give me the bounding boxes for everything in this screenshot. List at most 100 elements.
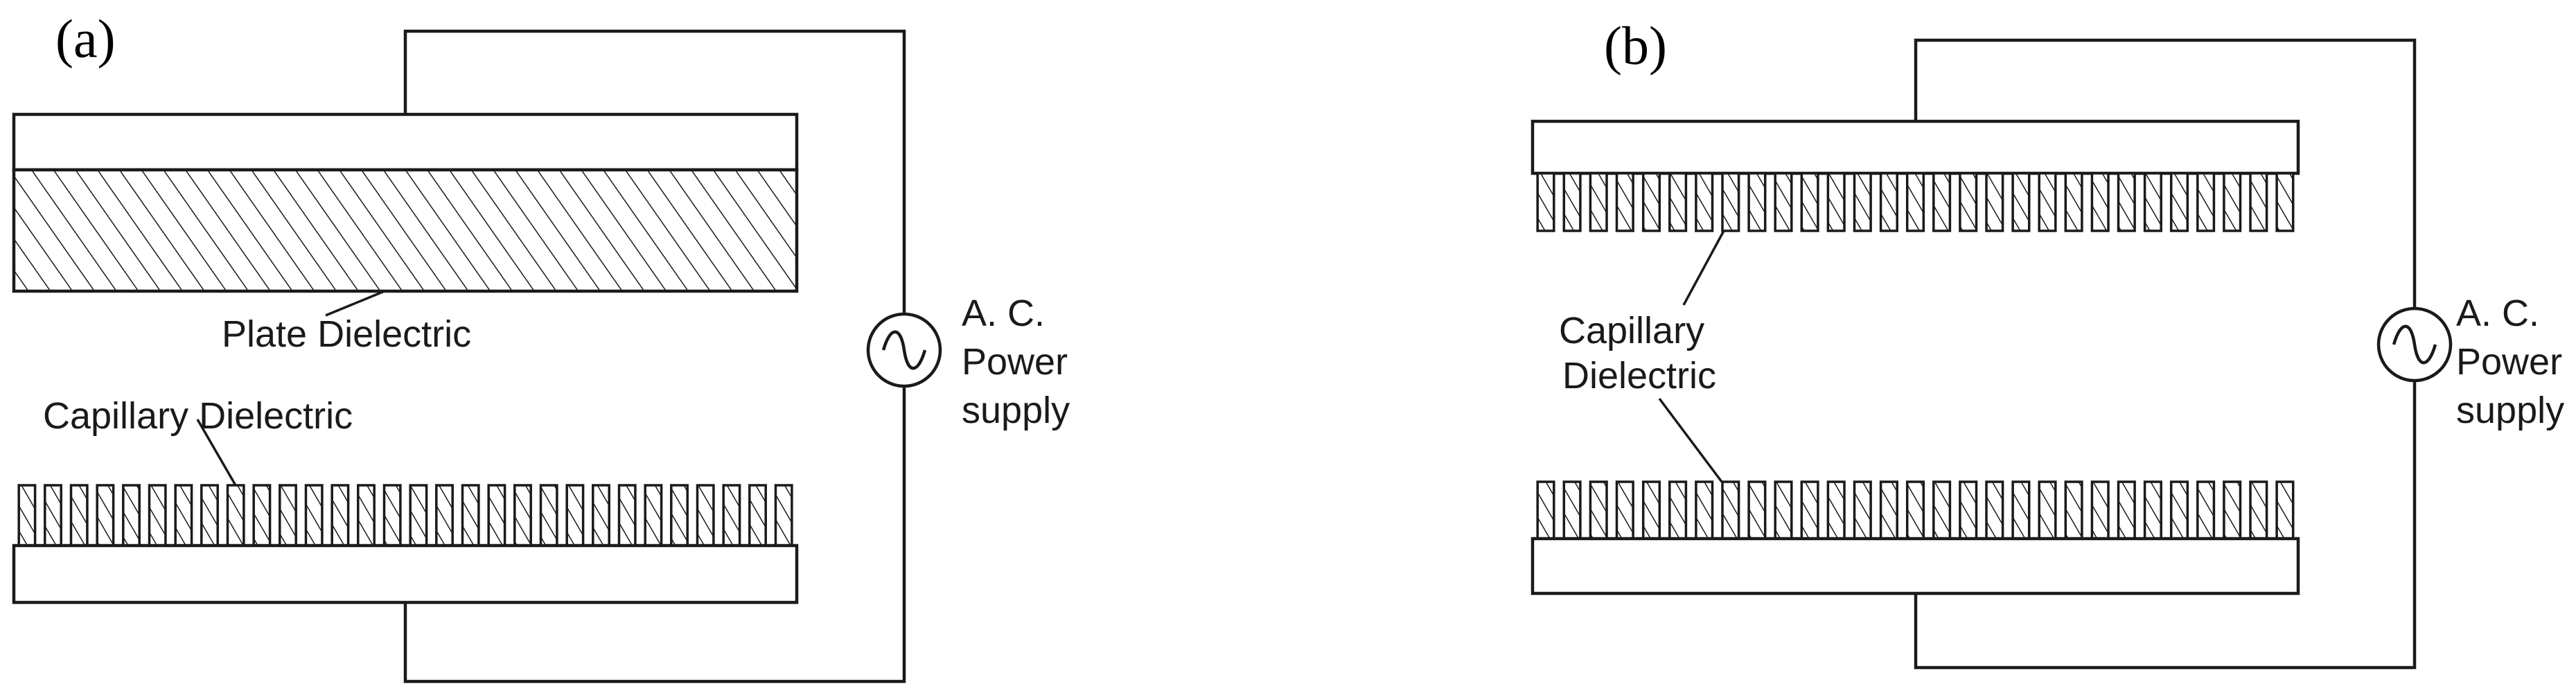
panel-b-capillary-top-cell (1879, 172, 1898, 232)
panel-b-capillary-top-cell (1747, 172, 1767, 232)
panel-b-capillary-bottom-cell (1826, 480, 1846, 540)
panel-a-plate-dielectric-label: Plate Dielectric (222, 313, 471, 355)
panel-b-capillary-top-cell (1800, 172, 1819, 232)
panel-b-label: (b) (1604, 15, 1667, 76)
panel-b-capillary-bottom-cell (1879, 480, 1898, 540)
panel-a-capillary-cell (330, 484, 350, 547)
panel-b-capillary-dielectric-top (1536, 172, 2295, 232)
panel-a-capillary-cell (69, 484, 89, 547)
panel-a-capillary-cell (722, 484, 741, 547)
panel-a-capillary-cell (17, 484, 37, 547)
panel-b-capillary-bottom-cell (1536, 480, 1555, 540)
panel-b-capillary-bottom-cell (2143, 480, 2162, 540)
panel-a-capillary-cell (670, 484, 689, 547)
panel-a-plate-dielectric (12, 168, 799, 293)
panel-b-capillary-bottom-cell (1668, 480, 1688, 540)
panel-b-capillary-bottom-cell (1641, 480, 1661, 540)
panel-a: (a) Plate Dielectric Capillary Dielectri… (12, 8, 1070, 684)
panel-a-circuit-wire (403, 29, 906, 684)
panel-b-capillary-bottom-cell (1905, 480, 1925, 540)
panel-b-capillary-bottom-cell (1589, 480, 1608, 540)
panel-b-capillary-leader-bottom (1658, 397, 1723, 483)
panel-a-capillary-dielectric-leader (196, 419, 237, 486)
panel-b-capillary-bottom-cell (1853, 480, 1872, 540)
panel-b-capillary-top-cell (1985, 172, 2004, 232)
panel-b-capillary-bottom-cell (1985, 480, 2004, 540)
panel-b-capillary-bottom-cell (1932, 480, 1952, 540)
panel-a-capillary-cell (461, 484, 480, 547)
panel-b-capillary-top-cell (1932, 172, 1952, 232)
panel-b-capillary-top-cell (2064, 172, 2083, 232)
panel-b-capillary-top-cell (1562, 172, 1582, 232)
panel-b-capillary-top-cell (2275, 172, 2295, 232)
panel-a-capillary-cell (435, 484, 454, 547)
panel-a-capillary-cell (44, 484, 62, 547)
panel-b-capillary-top-cell (1826, 172, 1846, 232)
panel-b-capillary-bottom-cell (2064, 480, 2083, 540)
panel-a-capillary-cell (539, 484, 558, 547)
panel-a-capillary-cell (122, 484, 141, 547)
panel-b-capillary-bottom-cell (1721, 480, 1740, 540)
panel-a-capillary-cell (774, 484, 793, 547)
panel-a-capillary-cell (96, 484, 115, 547)
panel-b-capillary-bottom-cell (1959, 480, 1978, 540)
panel-b-capillary-top-cell (1695, 172, 1714, 232)
panel-b-capillary-top-cell (1774, 172, 1793, 232)
panel-a-ac-source-icon (866, 312, 942, 388)
panel-b-capillary-top-cell (2223, 172, 2242, 232)
panel-b-capillary-leader-top (1682, 230, 1725, 306)
panel-b-capillary-bottom-cell (2223, 480, 2242, 540)
panel-b-capillary-bottom-cell (2275, 480, 2295, 540)
panel-b-capillary-top-cell (1536, 172, 1555, 232)
panel-a-top-electrode (12, 112, 799, 172)
panel-b-capillary-top-cell (1905, 172, 1925, 232)
panel-b-top-electrode (1530, 119, 2300, 175)
panel-a-capillary-cell (357, 484, 376, 547)
panel-a-capillary-cell (513, 484, 532, 547)
panel-a-power-supply-line2: Power (962, 341, 1068, 383)
panel-b-capillary-top-cell (1853, 172, 1872, 232)
panel-b-capillary-top-cell (2090, 172, 2110, 232)
panel-b-capillary-top-cell (1959, 172, 1978, 232)
panel-a-capillary-cell (226, 484, 245, 547)
panel-b-capillary-top-cell (2011, 172, 2031, 232)
panel-b-capillary-bottom-cell (1747, 480, 1767, 540)
panel-a-capillary-dielectric-label: Capillary Dielectric (43, 395, 353, 437)
panel-a-capillary-cell (200, 484, 219, 547)
panel-a-power-supply-line3: supply (962, 390, 1070, 431)
panel-a-bottom-electrode (12, 543, 799, 604)
panel-a-capillary-cell (487, 484, 506, 547)
panel-a-capillary-cell (148, 484, 167, 547)
panel-b-capillary-top-cell (1721, 172, 1740, 232)
panel-b: (b) Capillary Dielectric A. C. Power sup… (1530, 15, 2564, 670)
panel-b-power-supply-line3: supply (2456, 390, 2564, 431)
panel-a-power-supply-line1: A. C. (962, 293, 1045, 334)
panel-a-capillary-cell (382, 484, 402, 547)
panel-a-capillary-cell (617, 484, 637, 547)
panel-b-capillary-top-cell (2038, 172, 2057, 232)
panel-a-capillary-cell (565, 484, 585, 547)
panel-b-capillary-top-cell (2143, 172, 2162, 232)
panel-b-capillary-top-cell (2117, 172, 2136, 232)
panel-a-capillary-cell (592, 484, 610, 547)
panel-b-capillary-top-cell (2169, 172, 2189, 232)
panel-b-circuit-wire (1914, 38, 2417, 670)
panel-b-capillary-bottom-cell (1562, 480, 1582, 540)
panel-b-capillary-bottom-cell (2249, 480, 2268, 540)
panel-b-capillary-bottom-cell (2196, 480, 2216, 540)
panel-a-capillary-cell (644, 484, 663, 547)
panel-b-bottom-electrode (1530, 537, 2300, 595)
panel-b-capillary-bottom-cell (1800, 480, 1819, 540)
panel-b-capillary-bottom-cell (1774, 480, 1793, 540)
panel-b-capillary-bottom-cell (1695, 480, 1714, 540)
panel-a-capillary-cell (279, 484, 297, 547)
panel-b-power-supply-line2: Power (2456, 341, 2562, 383)
panel-a-capillary-cell (748, 484, 767, 547)
panel-a-capillary-cell (304, 484, 324, 547)
panel-b-capillary-top-cell (2249, 172, 2268, 232)
panel-a-capillary-dielectric-bottom (17, 484, 793, 547)
panel-b-capillary-dielectric-bottom (1536, 480, 2295, 540)
panel-b-capillary-bottom-cell (2038, 480, 2057, 540)
panel-b-power-supply-line1: A. C. (2456, 293, 2539, 334)
panel-a-plate-dielectric-leader (325, 290, 385, 317)
